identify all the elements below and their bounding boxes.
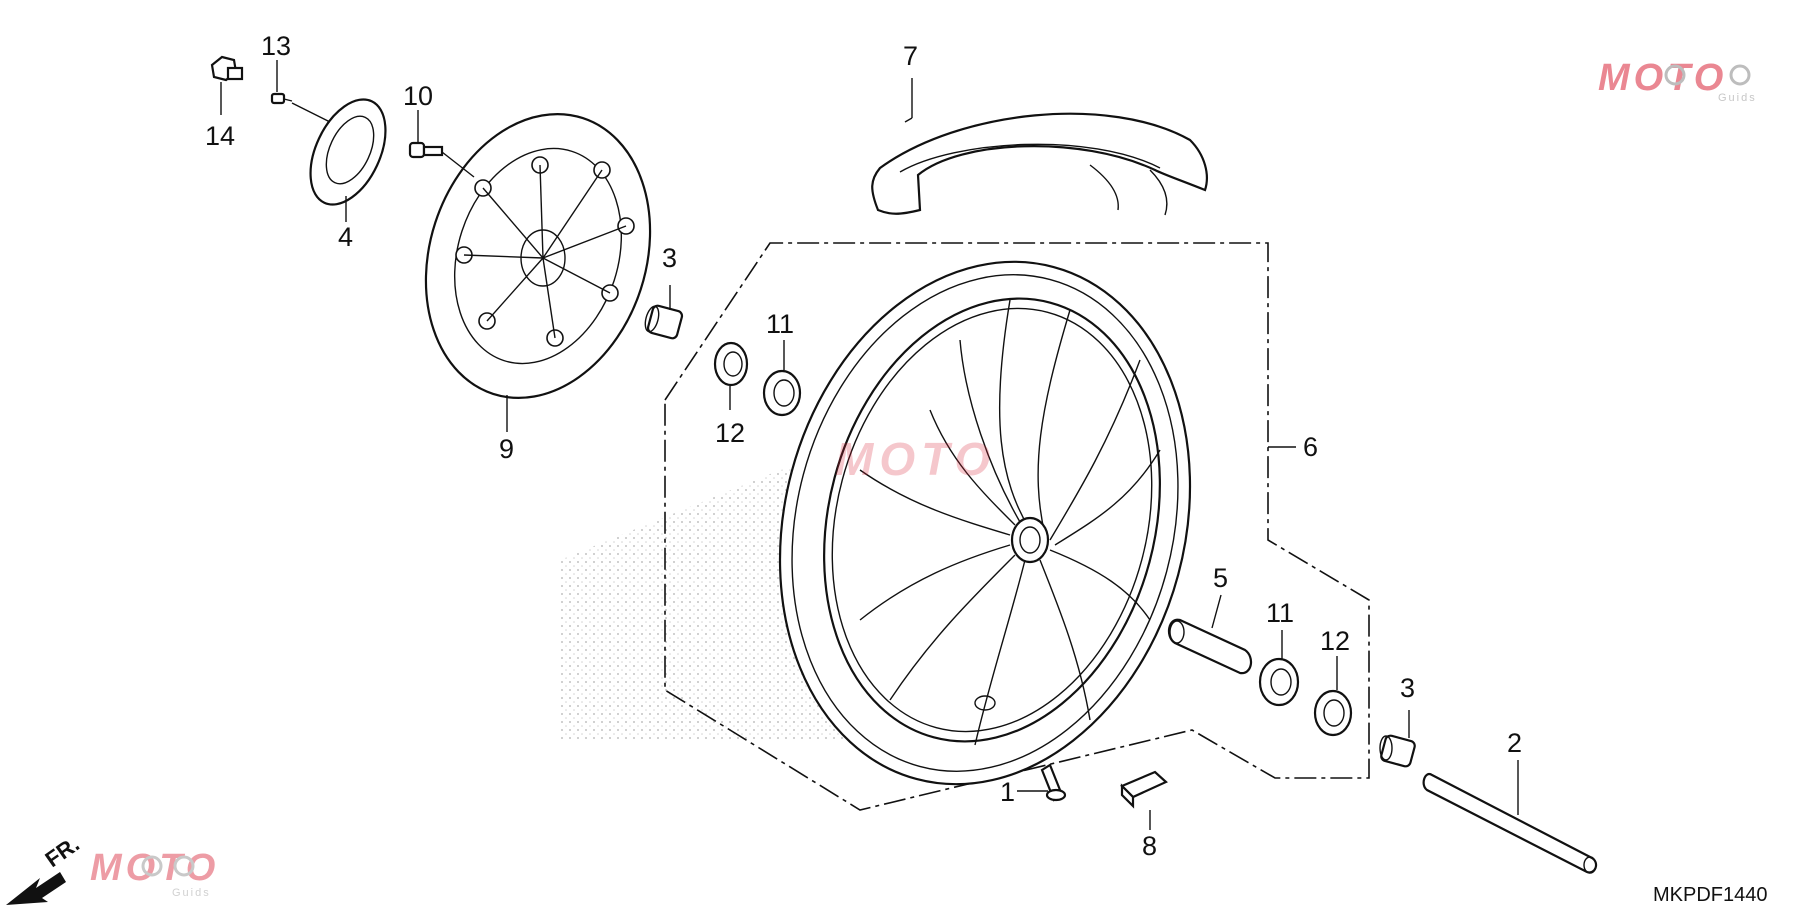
bolt-10: [408, 141, 444, 159]
spacer-5: [1167, 618, 1253, 675]
front-label: FR.: [41, 831, 84, 872]
watermark-logo-top-right: MOTO Guids: [1598, 57, 1757, 104]
callout-8: 8: [1142, 831, 1157, 861]
watermark-logo-center: MOTO: [835, 433, 996, 485]
watermark-logo-bottom-left: MOTO Guids: [90, 847, 219, 899]
axle-2: [1422, 772, 1598, 874]
wheel-spokes: [859, 299, 1161, 746]
screw-13: [270, 92, 293, 105]
watermark-text: MOTO: [1598, 57, 1727, 99]
callout-3-left: 3: [662, 243, 677, 273]
callout-7: 7: [903, 41, 918, 71]
callouts: 1 2 3 3 4 5 6 7 8 9 10 11 11 12 12 13 14: [205, 31, 1522, 861]
front-direction-arrow: FR.: [6, 831, 84, 905]
collar-3-right: [1379, 734, 1416, 768]
watermark-subtext-2: Guids: [172, 887, 211, 899]
tire: [871, 112, 1208, 216]
watermark-subtext: Guids: [1718, 92, 1757, 104]
callout-9: 9: [499, 434, 514, 464]
bearing-11-left: [762, 369, 802, 417]
callout-3-right: 3: [1400, 673, 1415, 703]
callout-10: 10: [403, 81, 433, 111]
valve-1: [1040, 763, 1067, 802]
callout-14: 14: [205, 121, 235, 151]
callout-5: 5: [1213, 563, 1228, 593]
watermark-text-3: MOTO: [835, 433, 996, 485]
callout-12-left: 12: [715, 418, 745, 448]
watermark-text-2: MOTO: [90, 847, 219, 889]
callout-11-left: 11: [766, 309, 794, 339]
diagram-code: MKPDF1440: [1653, 884, 1768, 906]
callout-11-right: 11: [1266, 598, 1294, 628]
assembly-boundary: [664, 242, 1370, 811]
callout-2: 2: [1507, 728, 1522, 758]
dust-seal-12-left: [713, 341, 749, 387]
callout-1: 1: [1000, 777, 1015, 807]
dust-seal-12-right: [1313, 689, 1353, 737]
bolt-14: [210, 55, 244, 82]
callout-4: 4: [338, 222, 353, 252]
collar-3-left: [644, 304, 684, 340]
callout-13: 13: [261, 31, 291, 61]
brake-disc: [424, 113, 652, 399]
leader-lines: [220, 60, 1519, 830]
bearing-11-right: [1258, 657, 1300, 707]
balance-weight-8: [1120, 770, 1168, 809]
callout-12-right: 12: [1320, 626, 1350, 656]
disc-cover: [309, 98, 387, 206]
wheel: [778, 260, 1192, 786]
callout-6: 6: [1303, 432, 1318, 462]
